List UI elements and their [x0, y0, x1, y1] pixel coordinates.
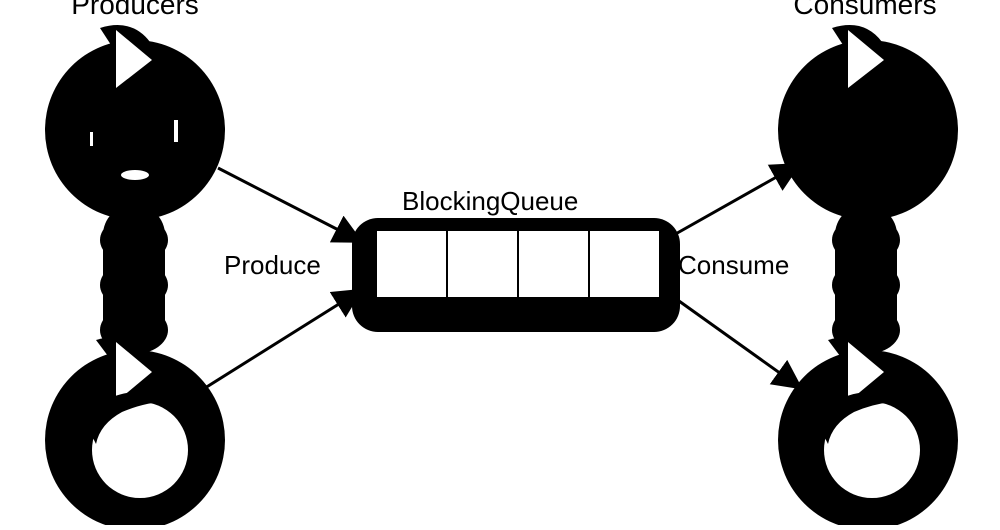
- queue-label: BlockingQueue: [402, 186, 578, 216]
- consumers-group: [778, 25, 958, 530]
- producer-node-highlight: [174, 120, 178, 142]
- producer-node-inner-arc: [88, 392, 176, 444]
- consumer-node-top: [778, 25, 958, 220]
- queue-slot: [517, 229, 590, 299]
- produce-label: Produce: [224, 250, 321, 280]
- consumer-node-disc: [778, 40, 958, 220]
- consumer-node-bottom: [778, 336, 958, 530]
- produce-arrows: [204, 166, 364, 390]
- producer-node-top: [45, 25, 225, 220]
- queue-slot: [375, 229, 448, 299]
- consumer-chain-bead: [832, 216, 900, 264]
- consumer-node-hole: [824, 402, 920, 498]
- consume-arrow-bottom: [671, 294, 803, 390]
- producer-node-highlight: [121, 170, 149, 180]
- producer-node-disc: [45, 40, 225, 220]
- play-triangle-icon: [116, 30, 152, 88]
- queue-slot: [588, 229, 661, 299]
- consume-arrows: [671, 163, 803, 390]
- consumers-title: Consumers: [793, 0, 936, 20]
- queue-slot: [446, 229, 519, 299]
- queue-slots: [375, 229, 661, 299]
- producer-node-bottom: [45, 336, 225, 530]
- play-triangle-icon: [848, 30, 884, 88]
- consumer-node-inner-arc: [820, 392, 908, 444]
- consumer-chain-bead: [832, 261, 900, 309]
- producer-node-highlight: [90, 132, 93, 146]
- producers-group: [45, 25, 225, 530]
- producer-chain-bead: [100, 216, 168, 264]
- blocking-queue: [352, 218, 680, 332]
- play-triangle-icon: [848, 342, 884, 402]
- produce-arrow-bottom: [204, 288, 364, 390]
- consume-label: Consume: [678, 250, 789, 280]
- produce-arrow-top: [217, 166, 364, 243]
- producers-title: Producers: [71, 0, 199, 20]
- producer-chain-bead: [100, 261, 168, 309]
- producer-node-hole: [92, 402, 188, 498]
- consume-arrow-top: [671, 163, 802, 238]
- play-triangle-icon: [116, 342, 152, 402]
